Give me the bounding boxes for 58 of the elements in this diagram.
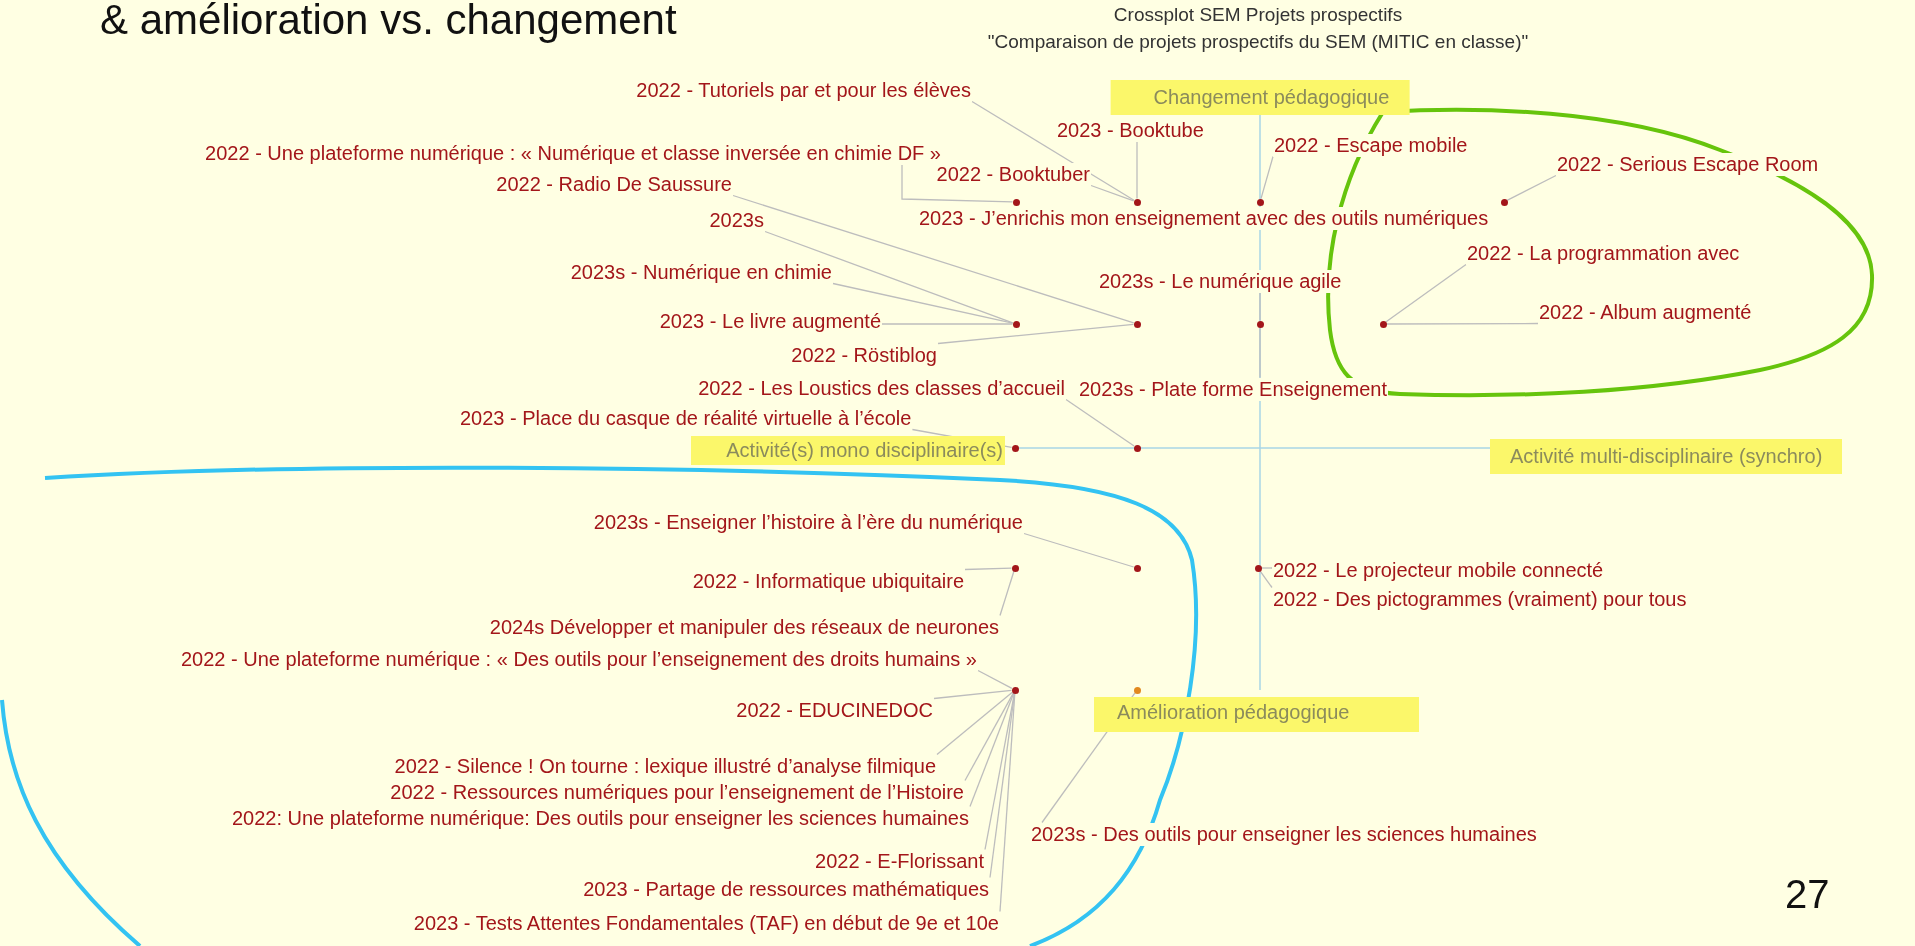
leader-line	[999, 692, 1016, 913]
leader-line	[1259, 291, 1261, 322]
leader-line	[1259, 570, 1273, 589]
data-point	[1254, 564, 1262, 572]
project-label: 2023s - Des outils pour enseigner les sciences humaines	[1030, 822, 1538, 846]
leader-line	[984, 692, 1016, 851]
axis-label: Changement pédagogique	[1110, 79, 1410, 115]
leader-line	[1385, 322, 1539, 325]
data-point	[1011, 564, 1019, 572]
leader-line	[732, 194, 1135, 324]
axis-label: Activité multi-disciplinaire (synchro)	[1490, 438, 1843, 474]
data-point	[1012, 320, 1020, 328]
axis-label: Activité(s) mono disciplinaire(s)	[691, 435, 1005, 465]
leader-line	[1260, 155, 1274, 200]
data-point	[1012, 198, 1020, 206]
leader-line	[764, 230, 1014, 324]
leader-line	[971, 100, 1135, 201]
leader-line	[936, 691, 1013, 756]
project-label: 2022 - Booktuber	[935, 162, 1091, 186]
project-label: 2022 - Escape mobile	[1273, 133, 1469, 157]
project-label: 2023s - Plate forme Enseignement	[1078, 377, 1388, 401]
chart-title: Crossplot SEM Projets prospectifs	[1113, 4, 1403, 26]
leader-line	[1260, 567, 1273, 569]
leader-line	[1090, 184, 1135, 202]
data-point	[1133, 198, 1141, 206]
chart-subtitle: "Comparaison de projets prospectifs du SEM (MITIC en classe)"	[987, 31, 1529, 53]
data-point	[1011, 686, 1019, 694]
leader-line	[881, 323, 1014, 325]
data-point	[1256, 320, 1264, 328]
leader-line	[964, 567, 1013, 571]
axis-label: Amélioration pédagogique	[1094, 696, 1420, 732]
data-point	[1133, 320, 1141, 328]
leader-line	[964, 692, 1014, 782]
data-point	[1256, 198, 1264, 206]
leader-line	[1506, 174, 1557, 202]
leader-line	[999, 570, 1015, 617]
leader-line	[977, 669, 1013, 690]
data-point	[1011, 444, 1019, 452]
leader-line	[1065, 398, 1135, 447]
leader-line	[901, 163, 1014, 203]
page-number: 27	[1785, 871, 1830, 917]
slide-title: & amélioration vs. changement	[100, 0, 677, 44]
data-point	[1379, 320, 1387, 328]
leader-line	[1023, 532, 1135, 568]
leader-line	[832, 282, 1014, 324]
project-label: 2023 - J’enrichis mon enseignement avec des outils numériques	[918, 206, 1490, 230]
leader-line	[1385, 263, 1467, 323]
leader-line	[937, 323, 1135, 345]
data-point	[1133, 686, 1141, 694]
leader-line	[969, 692, 1015, 808]
data-point	[1133, 444, 1141, 452]
project-label: 2022 - Serious Escape Room	[1556, 152, 1820, 176]
data-point	[1133, 564, 1141, 572]
data-point	[1500, 198, 1508, 206]
leader-line	[1259, 326, 1261, 379]
leader-line	[933, 689, 1013, 700]
leader-line	[1136, 140, 1138, 200]
project-label: 2023s - Le numérique agile	[1098, 269, 1343, 293]
